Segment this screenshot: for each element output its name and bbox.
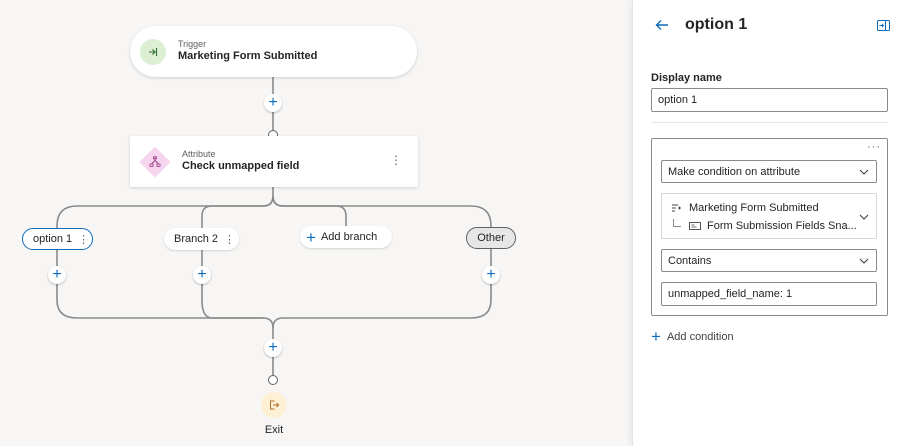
attribute-node[interactable]: Attribute Check unmapped field ⋮	[130, 136, 418, 187]
add-step-button-merge[interactable]: +	[264, 339, 282, 357]
operator-select[interactable]: Contains	[661, 249, 877, 272]
add-step-button-branch-2[interactable]: +	[193, 266, 211, 284]
condition-type-select[interactable]: Make condition on attribute	[661, 160, 877, 183]
branch-properties-panel: option 1 Display name option 1 ··· Make …	[632, 0, 900, 446]
chevron-down-icon	[859, 169, 869, 175]
attribute-more-icon[interactable]: ⋮	[390, 153, 402, 167]
chevron-down-icon	[859, 214, 869, 220]
branch-chip-other[interactable]: Other	[466, 227, 516, 249]
trigger-enter-icon	[140, 38, 166, 65]
plus-icon: +	[306, 227, 316, 247]
branch-chip-option-1[interactable]: option 1 ⋮	[22, 228, 93, 250]
condition-type-value: Make condition on attribute	[668, 165, 801, 178]
branch-chip-branch-2[interactable]: Branch 2 ⋮	[164, 228, 239, 250]
exit-icon[interactable]	[261, 392, 287, 418]
connector-port	[268, 375, 278, 385]
trigger-title: Marketing Form Submitted	[178, 50, 318, 63]
add-branch-label: Add branch	[320, 231, 378, 243]
exit-label: Exit	[264, 424, 284, 436]
branch-more-icon[interactable]: ⋮	[78, 233, 90, 246]
condition-more-icon[interactable]: ···	[867, 141, 881, 153]
collapse-panel-icon[interactable]	[875, 17, 891, 33]
attribute-branch-icon	[139, 145, 171, 178]
branch-label: Other	[477, 232, 505, 244]
condition-group: ··· Make condition on attribute Marketin…	[651, 138, 888, 316]
add-branch-button[interactable]: + Add branch	[300, 226, 392, 248]
chevron-down-icon	[859, 258, 869, 264]
condition-value-input[interactable]: unmapped_field_name: 1	[661, 282, 877, 306]
attribute-kind-label: Attribute	[182, 149, 216, 159]
add-step-button-option-1[interactable]: +	[48, 266, 66, 284]
branch-label: option 1	[33, 233, 73, 245]
attribute-picker[interactable]: Marketing Form Submitted Form Submission…	[661, 193, 877, 239]
panel-title: option 1	[685, 16, 748, 33]
form-field-icon	[689, 222, 701, 230]
tree-connector	[673, 219, 681, 227]
attribute-field-label: Form Submission Fields Sna...	[707, 220, 857, 232]
attribute-title: Check unmapped field	[182, 160, 300, 173]
branch-label: Branch 2	[174, 233, 219, 245]
add-condition-label: Add condition	[666, 330, 734, 343]
divider	[651, 122, 888, 123]
branch-more-icon[interactable]: ⋮	[224, 233, 236, 246]
plus-icon: +	[651, 327, 661, 346]
add-condition-button[interactable]: + Add condition	[651, 328, 734, 345]
add-step-button-other[interactable]: +	[482, 266, 500, 284]
attribute-source-label: Marketing Form Submitted	[689, 202, 819, 214]
add-step-button-1[interactable]: +	[264, 94, 282, 112]
display-name-input[interactable]: option 1	[651, 88, 888, 112]
trigger-node[interactable]: Trigger Marketing Form Submitted	[130, 26, 417, 77]
journey-canvas[interactable]: Trigger Marketing Form Submitted + Attri…	[0, 0, 632, 446]
trigger-kind-label: Trigger	[178, 39, 207, 49]
back-arrow-icon[interactable]	[651, 14, 673, 36]
display-name-label: Display name	[651, 72, 722, 84]
operator-value: Contains	[668, 254, 712, 267]
form-trigger-icon	[672, 204, 681, 211]
panel-header: option 1	[651, 13, 891, 37]
